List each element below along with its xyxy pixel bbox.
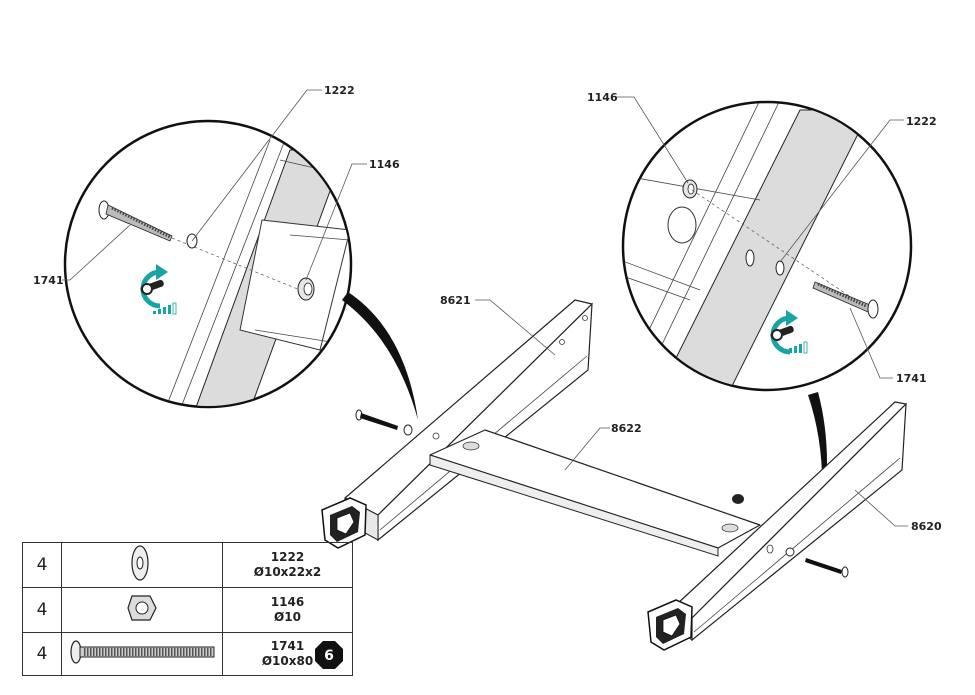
tighten-wrench-icon (770, 310, 798, 355)
right-detail-bolt (812, 281, 879, 319)
part-spec: Ø10 (274, 610, 301, 624)
label-cross-beam: 8622 (611, 422, 642, 435)
label-left-washer: 1222 (324, 84, 355, 97)
nut-main (732, 494, 744, 504)
left-detail-bolt (98, 200, 173, 242)
bolt-left-main (355, 409, 413, 436)
rail-8620 (675, 401, 907, 642)
table-row: 4 1741 Ø10x80 (22, 632, 353, 676)
label-right-nut: 1146 (587, 91, 618, 104)
cross-beam-8622 (429, 429, 761, 557)
step-badge: 6 (315, 641, 343, 669)
nut-icon (61, 587, 223, 633)
washer-icon (61, 542, 223, 588)
label-left-bolt: 1741 (33, 274, 64, 287)
part-code: 1146 (270, 595, 305, 609)
right-detail-nut (682, 179, 698, 199)
part-code: 1741 (270, 639, 305, 653)
table-row: 4 1222 Ø10x22x2 (22, 542, 353, 588)
part-qty: 4 (22, 632, 62, 676)
left-detail-nut (297, 277, 315, 301)
part-code-cell: 1222 Ø10x22x2 (222, 542, 353, 588)
tighten-wrench-icon (140, 264, 168, 309)
bolt-icon (61, 632, 223, 676)
part-qty: 4 (22, 587, 62, 633)
part-qty: 4 (22, 542, 62, 588)
foot-right (647, 599, 693, 651)
part-spec: Ø10x80 (261, 654, 314, 668)
label-left-nut: 1146 (369, 158, 400, 171)
right-detail-washer (775, 260, 785, 276)
step-number: 6 (324, 648, 334, 664)
part-code: 1222 (270, 550, 305, 564)
foot-left (321, 497, 367, 549)
right-detail-circle (621, 100, 913, 392)
bolt-right-main (805, 558, 849, 578)
left-detail-circle (63, 119, 353, 409)
label-rail-8621: 8621 (440, 294, 471, 307)
label-right-washer: 1222 (906, 115, 937, 128)
part-code-cell: 1146 Ø10 (222, 587, 353, 633)
table-row: 4 1146 Ø10 (22, 587, 353, 633)
torque-level-icon (153, 302, 177, 315)
torque-level-icon (784, 341, 808, 354)
parts-list: 4 1222 Ø10x22x2 4 1146 Ø10 4 1741 Ø10x80 (22, 542, 353, 676)
part-spec: Ø10x22x2 (253, 565, 322, 579)
left-detail-pointer (342, 292, 418, 420)
label-right-bolt: 1741 (896, 372, 927, 385)
label-rail-8620: 8620 (911, 520, 942, 533)
